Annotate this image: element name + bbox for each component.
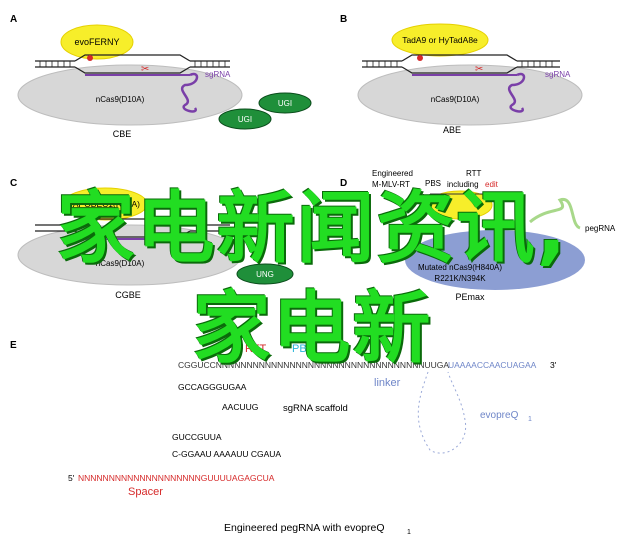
panel-b-letter: B <box>340 14 347 25</box>
deaminase-ellipse <box>60 24 134 60</box>
evopreq-subscript: 1 <box>528 416 532 423</box>
ung-label: UNG <box>256 270 274 279</box>
rtt-label: RTT <box>245 343 266 355</box>
nuclease-label: nCas9(D10A) <box>96 95 145 104</box>
caption-subscript: 1 <box>407 529 411 536</box>
deaminase-ellipse <box>62 187 148 221</box>
ugi-ellipse-1 <box>258 92 312 114</box>
protein-label: evoFERNY <box>74 37 119 47</box>
caption: Engineered pegRNA with evopreQ <box>224 522 385 534</box>
dna-ticks <box>39 61 226 67</box>
pbs-rtt-bracket <box>429 193 501 198</box>
sgrna-label: sgRNA <box>205 70 231 79</box>
panel-d: D Engineered M-MLV-RT PBS RTT including … <box>340 169 616 302</box>
dna-duplex <box>35 54 230 74</box>
pbs-label: PBS <box>292 343 314 355</box>
rt-label-1: Engineered <box>372 169 413 178</box>
cas9-ellipse <box>17 224 243 286</box>
scissors-icon: ✂ <box>141 64 149 75</box>
panel-a-name: CBE <box>113 129 132 139</box>
panel-a-letter: A <box>10 14 17 25</box>
edit-site-icon <box>87 55 93 61</box>
panel-b-name: ABE <box>443 125 461 135</box>
sgrna-loops <box>180 72 199 113</box>
bottom-sequence: NNNNNNNNNNNNNNNNNNNNGUUUUAGAGCUA <box>78 473 275 483</box>
evopreq-hairpin <box>417 371 467 454</box>
scissors-icon: ✂ <box>475 64 483 75</box>
deaminase-ellipse <box>391 23 489 57</box>
cas9-ellipse <box>405 230 585 290</box>
cas9-ellipse <box>357 64 583 126</box>
nuclease-label: nCas9(D10A) <box>96 259 145 268</box>
sgrna-loops <box>507 72 526 113</box>
prime3-label: 3' <box>418 193 424 202</box>
nuclease-label-2: R221K/N394K <box>434 274 486 283</box>
panel-d-name: PEmax <box>455 292 485 302</box>
edit-label: edit <box>485 180 499 189</box>
ugi-ellipse-2 <box>218 108 272 130</box>
ugi-label-2: UGI <box>238 115 252 124</box>
nuclease-label-1: Mutated nCas9(H840A) <box>418 263 502 272</box>
rt-label-2: M-MLV-RT <box>372 180 410 189</box>
protein-label: rAPOBEC1(R33A) <box>70 199 140 209</box>
protein-label: TadA9 or HyTadA8e <box>402 35 478 45</box>
rtt-label-1: RTT <box>466 169 482 178</box>
pegrna-label: pegRNA <box>585 224 616 233</box>
stem1-top: GCCAGGGUGAA <box>178 382 247 392</box>
loop1: AACUUG <box>222 402 258 412</box>
panel-c-letter: C <box>10 178 17 189</box>
evopreq-label: evopreQ <box>480 410 519 421</box>
ugi-label-1: UGI <box>278 99 292 108</box>
panel-e-letter: E <box>10 340 17 351</box>
prime3-label: 3' <box>550 360 557 370</box>
stem2-bottom: C-GGAAU AAAAUU CGAUA <box>172 449 281 459</box>
edit-site-icon <box>417 55 423 61</box>
dna-ticks <box>366 61 553 67</box>
nuclease-label: nCas9(D10A) <box>431 95 480 104</box>
panel-b: B TadA9 or HyTadA8e ✂ sgRNA nCas9(D10A) … <box>340 14 583 135</box>
panel-c: C rAPOBEC1(R33A) nCas9(D10A) UNG CGBE <box>10 178 294 300</box>
panel-d-letter: D <box>340 178 347 189</box>
stem2-top: GUCCGUUA <box>172 432 222 442</box>
pbs-label: PBS <box>425 179 441 188</box>
linker-label: linker <box>374 377 401 389</box>
pegrna-loops <box>529 198 581 230</box>
top-sequence: CGGUCCNNNNNNNNNNNNNNNNNNNNNNNNNNNNNNNNNN… <box>178 360 449 370</box>
prime5-label: 5' <box>68 473 75 483</box>
dna-duplex <box>35 218 230 238</box>
tail-sequence: UAAAACCAACUAGAA <box>448 360 537 370</box>
ung-ellipse <box>236 263 294 285</box>
panel-c-name: CGBE <box>115 290 141 300</box>
dna-duplex <box>362 54 560 74</box>
rt-ellipse <box>427 190 493 220</box>
rtt-label-2: including <box>447 180 479 189</box>
sgrna-label: sgRNA <box>545 70 571 79</box>
scaffold-label: sgRNA scaffold <box>283 403 348 414</box>
panel-a: A evoFERNY ✂ sgRNA nCas9(D10A) UGI UGI C… <box>10 14 312 139</box>
spacer-label: Spacer <box>128 486 163 498</box>
panel-e: E RTT PBS CGGUCCNNNNNNNNNNNNNNNNNNNNNNNN… <box>10 340 557 536</box>
